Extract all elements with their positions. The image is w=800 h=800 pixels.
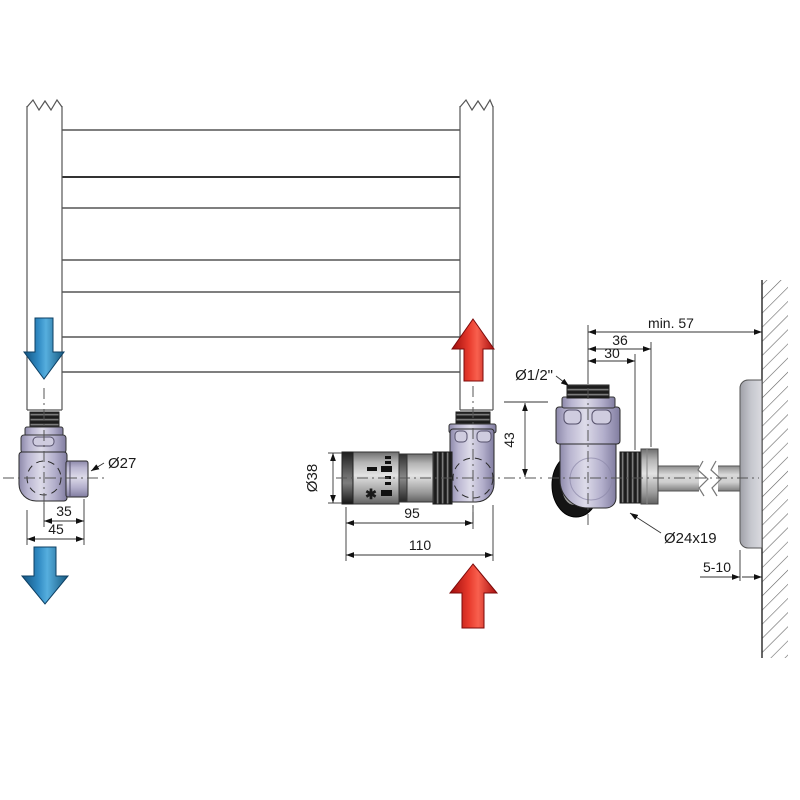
thermostatic-valve-front-view: ✱ <box>341 411 497 505</box>
corner-valve-front-view <box>18 411 89 502</box>
supply-flow-up-arrow-icon <box>448 563 499 629</box>
valve-face-highlight <box>569 457 613 501</box>
dim-label-o27: Ø27 <box>108 455 136 472</box>
pipe-break-symbol <box>697 460 722 497</box>
dim-label-45: 45 <box>48 521 64 537</box>
towel-radiator <box>26 98 494 411</box>
supply-flow-up-arrow-icon <box>451 318 495 382</box>
valve-side-port <box>65 460 89 498</box>
dim-label-110: 110 <box>409 537 432 553</box>
wall-plate <box>739 379 763 549</box>
dim-label-o24x19: Ø24x19 <box>664 530 717 547</box>
pipe-break-symbol <box>26 98 63 112</box>
dim-label-o38: Ø38 <box>304 464 321 492</box>
valve-body <box>449 428 495 503</box>
dim-label-min57: min. 57 <box>648 315 694 331</box>
leader-o24x19 <box>629 512 662 534</box>
valve-hex-facet <box>476 430 492 443</box>
dimensions <box>26 325 762 581</box>
valve-hex-facet <box>591 409 612 425</box>
dim-label-36: 36 <box>612 332 628 348</box>
dim-label-35: 35 <box>56 503 72 519</box>
dim-label-95: 95 <box>404 505 420 521</box>
pipe-break-symbol <box>459 98 494 112</box>
dim-label-30: 30 <box>604 345 620 361</box>
dim-label-o12: Ø1/2" <box>515 367 553 384</box>
centerlines <box>3 386 759 528</box>
valve-hex-facet <box>563 409 582 425</box>
dim-label-5-10: 5-10 <box>703 559 731 575</box>
return-flow-down-arrow-icon <box>23 317 65 380</box>
return-flow-down-arrow-icon <box>20 546 70 605</box>
dimension-labels: Ø27 35 45 Ø38 95 110 43 min. 57 36 30 Ø1… <box>48 315 731 575</box>
valve-hex-facet <box>454 430 468 443</box>
frost-setting-icon: ✱ <box>365 486 377 502</box>
dim-label-43: 43 <box>501 432 517 448</box>
leader-o12 <box>555 375 570 387</box>
hex-nut <box>640 448 659 505</box>
wall-hatching <box>762 280 788 658</box>
thermostatic-head: ✱ <box>341 451 434 505</box>
wall-connection-side-view <box>551 280 788 658</box>
leader-o27 <box>90 462 105 472</box>
valve-body <box>18 451 68 502</box>
radiator-rungs <box>62 129 460 373</box>
